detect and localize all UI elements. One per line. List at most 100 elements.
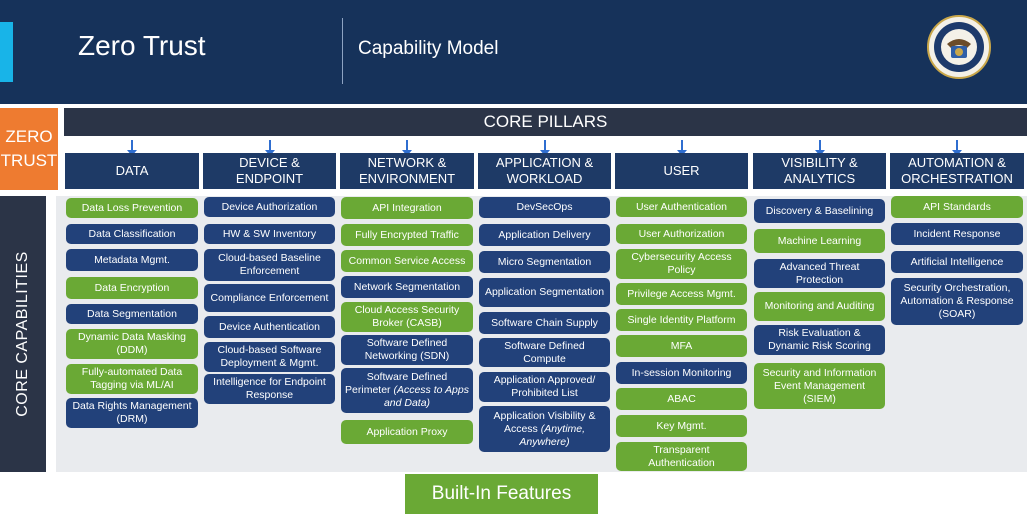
- capability-box: MFA: [616, 335, 747, 357]
- capability-label: Privilege Access Mgmt.: [627, 287, 736, 300]
- capability-box: Discovery & Baselining: [754, 199, 885, 223]
- capability-label: Intelligence for Endpoint Response: [213, 376, 326, 401]
- capability-label: Transparent Authentication: [648, 443, 715, 469]
- built-in-features-legend: Built-In Features: [405, 474, 598, 514]
- pillar-header-data: DATA: [65, 153, 199, 189]
- capability-box: Common Service Access: [341, 250, 473, 272]
- capability-box: Incident Response: [891, 223, 1023, 245]
- capability-label: Dynamic Data Masking (DDM): [78, 331, 186, 356]
- arrow-down-icon: [814, 140, 825, 156]
- capability-box: Cybersecurity Access Policy: [616, 249, 747, 279]
- capability-label: Common Service Access: [348, 254, 466, 267]
- capability-label: Cloud-based Software Deployment & Mgmt.: [217, 344, 322, 369]
- capability-box: Application Visibility & Access (Anytime…: [479, 406, 610, 452]
- capability-label: Application Proxy: [366, 425, 448, 438]
- capability-box: Network Segmentation: [341, 276, 473, 298]
- capability-box: Software Defined Networking (SDN): [341, 335, 473, 365]
- capability-label: DevSecOps: [516, 201, 573, 213]
- capability-label: Artificial Intelligence: [910, 255, 1004, 268]
- capability-box: Data Classification: [66, 224, 198, 244]
- capability-box: Cloud Access Security Broker (CASB): [341, 302, 473, 332]
- capability-label: Application Approved/ Prohibited List: [493, 374, 596, 399]
- accent-bar: [0, 22, 13, 82]
- pillar-header-device-endpoint: DEVICE &ENDPOINT: [203, 153, 336, 189]
- capability-label: Data Classification: [88, 227, 176, 240]
- capability-box: Software Chain Supply: [479, 312, 610, 334]
- pillar-header-line: WORKLOAD: [506, 171, 583, 186]
- capability-box: Fully-automated Data Tagging via ML/AI: [66, 364, 198, 394]
- pillar-header-line: APPLICATION &: [495, 155, 594, 170]
- title-divider: [342, 18, 343, 84]
- pillar-header-line: AUTOMATION &: [908, 155, 1006, 170]
- capability-box: Cloud-based Baseline Enforcement: [204, 249, 335, 281]
- capability-label: Monitoring and Auditing: [764, 300, 875, 312]
- capability-box: Security and Information Event Managemen…: [754, 363, 885, 409]
- arrow-down-icon: [676, 140, 687, 156]
- core-pillars-bar: CORE PILLARS: [64, 108, 1027, 136]
- capability-box: Risk Evaluation & Dynamic Risk Scoring: [754, 325, 885, 355]
- capability-box: ABAC: [616, 388, 747, 410]
- capability-label: Software Defined Perimeter (Access to Ap…: [345, 371, 469, 409]
- capability-box: Software Defined Perimeter (Access to Ap…: [341, 368, 473, 413]
- arrow-down-icon: [952, 140, 962, 156]
- capability-box: Data Rights Management (DRM): [66, 398, 198, 428]
- capability-label: MFA: [670, 339, 693, 352]
- capability-label: User Authentication: [635, 200, 728, 213]
- capability-box: Data Segmentation: [66, 304, 198, 324]
- pillar-header-automation-orchestration: AUTOMATION &ORCHESTRATION: [890, 153, 1024, 189]
- capability-label: Data Encryption: [94, 281, 170, 294]
- capability-box: API Integration: [341, 197, 473, 219]
- capability-box: Cloud-based Software Deployment & Mgmt.: [204, 342, 335, 372]
- capability-box: Fully Encrypted Traffic: [341, 224, 473, 246]
- capability-label: Fully-automated Data Tagging via ML/AI: [81, 366, 183, 391]
- pillar-header-line: DEVICE &: [239, 155, 300, 170]
- capability-box: Dynamic Data Masking (DDM): [66, 329, 198, 359]
- capability-label: ABAC: [667, 392, 696, 405]
- capability-box: Application Segmentation: [479, 278, 610, 307]
- pillar-header-line: DATA: [115, 163, 149, 178]
- pillar-header-visibility-analytics: VISIBILITY &ANALYTICS: [753, 153, 886, 189]
- capability-box: API Standards: [891, 196, 1023, 218]
- capability-label: Data Rights Management (DRM): [72, 400, 192, 425]
- capability-box: Key Mgmt.: [616, 415, 747, 437]
- capability-label: Metadata Mgmt.: [94, 253, 170, 266]
- capability-label: Cloud Access Security Broker (CASB): [354, 304, 460, 329]
- capability-box: Transparent Authentication: [616, 442, 747, 471]
- capability-box: HW & SW Inventory: [204, 224, 335, 244]
- capability-box: User Authentication: [616, 197, 747, 217]
- capability-label: User Authorization: [638, 227, 725, 240]
- capability-box: Advanced Threat Protection: [754, 259, 885, 288]
- capability-label: Incident Response: [913, 227, 1001, 240]
- capability-box: Application Delivery: [479, 224, 610, 246]
- capability-box: Data Loss Prevention: [66, 198, 198, 218]
- capability-box: Device Authentication: [204, 316, 335, 338]
- oig-seal-icon: [927, 15, 991, 79]
- capability-label: Software Defined Compute: [504, 339, 585, 365]
- capability-box: Application Approved/ Prohibited List: [479, 372, 610, 402]
- capability-box: Single Identity Platform: [616, 309, 747, 331]
- capability-label: Risk Evaluation & Dynamic Risk Scoring: [768, 327, 871, 352]
- pillar-header-line: NETWORK &: [367, 155, 447, 170]
- arrow-down-icon: [127, 140, 137, 156]
- capability-box: Data Encryption: [66, 277, 198, 299]
- pillar-header-line: ANALYTICS: [783, 171, 856, 186]
- capability-box: Intelligence for Endpoint Response: [204, 374, 335, 404]
- capability-label: Micro Segmentation: [497, 255, 592, 268]
- capability-box: Security Orchestration, Automation & Res…: [891, 278, 1023, 325]
- capability-box: DevSecOps: [479, 197, 610, 218]
- page-title: Zero Trust: [78, 30, 206, 61]
- header-banner: Zero Trust Capability Model: [0, 0, 1027, 104]
- capability-label: API Integration: [372, 201, 442, 214]
- capability-label: Security and Information Event Managemen…: [762, 366, 877, 405]
- page-subtitle: Capability Model: [358, 38, 499, 59]
- pillar-header-line: ENVIRONMENT: [358, 171, 456, 186]
- capability-label: Single Identity Platform: [627, 313, 736, 326]
- capability-label: Device Authorization: [221, 200, 318, 213]
- capability-label: Application Segmentation: [484, 286, 605, 298]
- capability-box: Device Authorization: [204, 197, 335, 217]
- pillar-header-network-environment: NETWORK &ENVIRONMENT: [340, 153, 474, 189]
- capability-label: Software Defined Networking (SDN): [364, 337, 450, 362]
- pillar-header-application-workload: APPLICATION &WORKLOAD: [478, 153, 611, 189]
- capability-box: Monitoring and Auditing: [754, 292, 885, 321]
